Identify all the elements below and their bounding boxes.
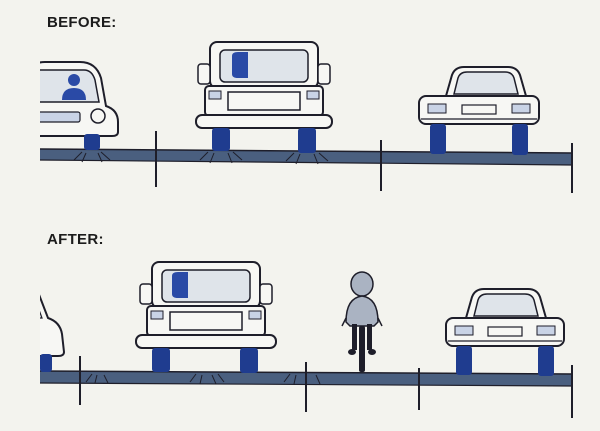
before-panel: [28, 42, 572, 193]
sedan-rear-icon: [419, 67, 539, 155]
sedan-rear-icon-cropped: [20, 287, 64, 372]
pickup-truck-rear-icon: [136, 262, 276, 373]
sedan-rear-icon-cropped: [28, 62, 118, 150]
sedan-rear-icon: [446, 289, 564, 376]
pickup-truck-rear-icon: [196, 42, 332, 153]
after-panel: [20, 262, 572, 418]
cyclist-rear-icon: [342, 272, 382, 372]
